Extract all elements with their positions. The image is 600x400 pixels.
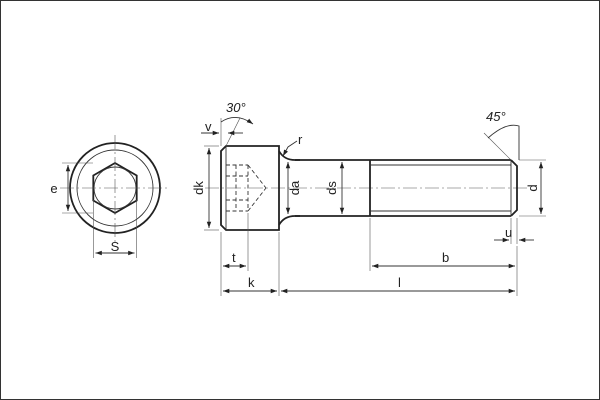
- label-u: u: [505, 225, 512, 240]
- hidden-socket: [226, 164, 267, 212]
- label-v: v: [205, 119, 212, 134]
- angle-45-arc: [487, 124, 520, 160]
- label-angle-30: 30°: [226, 100, 246, 115]
- fillet-bottom: [278, 215, 300, 226]
- r-leader: [282, 140, 298, 157]
- label-angle-45: 45°: [486, 109, 506, 124]
- bolt-tip: [510, 159, 518, 217]
- label-b: b: [442, 250, 449, 265]
- label-l: l: [398, 275, 401, 290]
- end-view: [60, 135, 170, 258]
- label-e: e: [50, 181, 57, 196]
- label-t: t: [232, 250, 236, 265]
- angle-30-arc: [220, 117, 254, 125]
- label-dk: dk: [191, 181, 206, 195]
- label-da: da: [287, 180, 302, 195]
- label-ds: ds: [324, 181, 339, 195]
- label-r: r: [298, 132, 303, 147]
- label-d: d: [525, 184, 540, 191]
- label-k: k: [248, 275, 255, 290]
- side-view: [201, 117, 546, 296]
- label-s: S: [111, 239, 120, 254]
- fillet-top: [278, 150, 300, 161]
